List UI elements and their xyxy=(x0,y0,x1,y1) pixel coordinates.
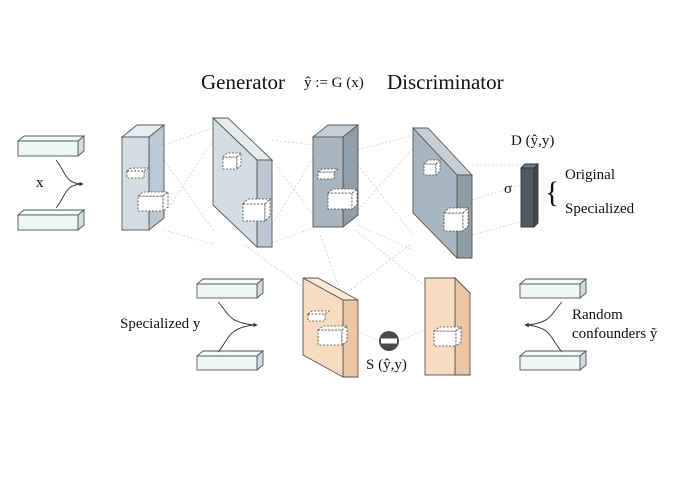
confounder-slab-top xyxy=(518,278,588,299)
random-confounders-label-line2: confounders ỹ xyxy=(572,326,658,342)
input-slab-bottom xyxy=(16,209,86,231)
x-merge-arrow xyxy=(55,159,81,209)
generator-layer-2 xyxy=(211,116,274,249)
random-confounders-label-line1: Random xyxy=(572,307,623,323)
d-output-label: D (ŷ,y) xyxy=(511,133,555,149)
discriminator-layer-2-kernel-small xyxy=(423,159,441,176)
similarity-layer-1-kernel-small xyxy=(306,310,331,322)
input-x-label: x xyxy=(36,175,44,191)
similarity-layer-2 xyxy=(423,276,472,376)
generator-title: Generator xyxy=(201,70,285,94)
input-slab-top xyxy=(16,135,86,157)
confounder-merge-arrow xyxy=(527,301,563,353)
similarity-layer-2-kernel xyxy=(432,326,463,347)
generator-layer-1-kernel-small xyxy=(125,167,150,179)
generator-layer-1 xyxy=(120,124,166,231)
generator-layer-1-kernel-large xyxy=(136,191,170,212)
s-output-label: S (ŷ,y) xyxy=(366,357,407,373)
generator-layer-2-kernel-large xyxy=(242,198,271,222)
generator-formula: ŷ := G (x) xyxy=(304,75,364,91)
discriminator-layer-1-kernel-large xyxy=(326,188,359,210)
similarity-layer-1-kernel-large xyxy=(316,325,349,346)
discriminator-layer-1-kernel-small xyxy=(316,168,340,180)
discriminator-layer-2-kernel-large xyxy=(443,207,469,232)
specialized-merge-arrow xyxy=(217,301,255,353)
generator-layer-2-kernel-small xyxy=(222,152,242,170)
discriminator-title: Discriminator xyxy=(387,70,504,94)
discriminator-layer-2 xyxy=(411,126,474,260)
specialized-y-label: Specialized y xyxy=(120,316,201,332)
specialized-slab-top xyxy=(195,278,265,299)
original-label: Original xyxy=(565,167,615,183)
confounder-slab-bottom xyxy=(518,350,588,371)
specialized-label: Specialized xyxy=(565,201,635,217)
output-brace: { xyxy=(545,176,560,209)
sigma-label: σ xyxy=(504,181,513,197)
discriminator-layer-1 xyxy=(311,124,360,228)
specialized-slab-bottom xyxy=(195,350,265,371)
distance-minus-icon xyxy=(379,331,399,351)
sigma-output-bar xyxy=(519,162,540,229)
